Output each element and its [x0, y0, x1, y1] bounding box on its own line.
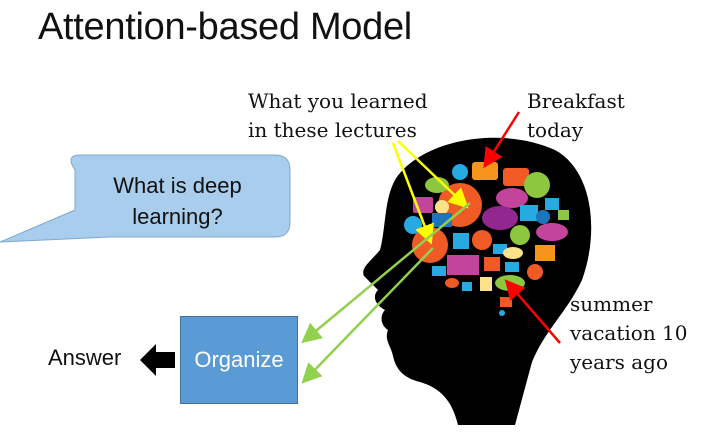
red-arrow-2	[504, 279, 561, 344]
question-bubble-text: What is deep learning?	[113, 173, 242, 229]
yellow-arrow-1	[397, 140, 469, 209]
thought-bubbles	[404, 162, 569, 316]
green-arrow-1	[301, 202, 471, 344]
answer-label: Answer	[48, 345, 122, 370]
vacation-label: summer vacation 10 years ago	[570, 292, 688, 374]
green-arrow-2	[301, 247, 434, 384]
organize-label: Organize	[194, 347, 284, 372]
yellow-arrow-2	[391, 142, 434, 245]
lectures-label: What you learned in these lectures	[248, 89, 428, 142]
speech-bubble	[0, 154, 291, 243]
red-arrow-1	[483, 111, 521, 169]
breakfast-label: Breakfast today	[527, 89, 625, 142]
answer-arrow-icon	[140, 344, 175, 376]
organize-box: Organize	[180, 316, 298, 404]
slide-title: Attention-based Model	[38, 6, 412, 48]
head-silhouette	[363, 137, 592, 425]
